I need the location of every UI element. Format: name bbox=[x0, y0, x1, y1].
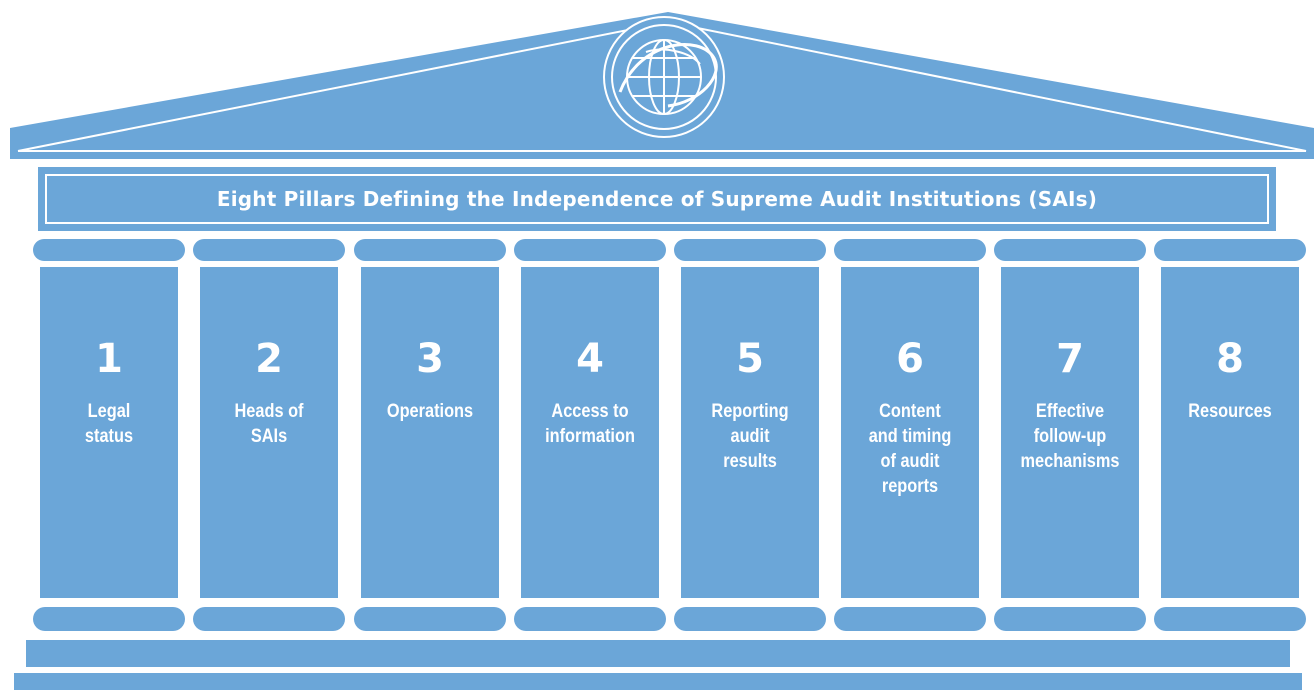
pillar-2-capital bbox=[193, 239, 345, 261]
pillar-number: 3 bbox=[416, 336, 444, 382]
pillar-3-base bbox=[354, 607, 506, 631]
pillar-number: 4 bbox=[576, 336, 604, 382]
pillar-6-base bbox=[834, 607, 986, 631]
pillar-8-capital bbox=[1154, 239, 1306, 261]
title-banner: Eight Pillars Defining the Independence … bbox=[38, 167, 1276, 231]
title-frame: Eight Pillars Defining the Independence … bbox=[45, 174, 1269, 224]
globe-icon bbox=[603, 16, 725, 138]
temple-base-step bbox=[26, 640, 1290, 667]
pillar-1-capital bbox=[33, 239, 185, 261]
roof-pediment bbox=[10, 12, 1314, 159]
pillar-label: Reporting audit results bbox=[711, 401, 789, 472]
pillar-label: Effective follow-up mechanisms bbox=[1020, 401, 1120, 472]
pillar-4-capital bbox=[514, 239, 666, 261]
pillar-label: Content and timing of audit reports bbox=[868, 401, 952, 497]
pillar-8-base bbox=[1154, 607, 1306, 631]
pillar-number: 8 bbox=[1216, 336, 1244, 382]
pillar-label: Resources bbox=[1188, 401, 1272, 422]
pillar-7-base bbox=[994, 607, 1146, 631]
pillar-number: 7 bbox=[1056, 336, 1084, 382]
pillar-number: 2 bbox=[255, 336, 283, 382]
pillar-label: Operations bbox=[386, 401, 474, 422]
pillar-4-base bbox=[514, 607, 666, 631]
pillar-5-capital bbox=[674, 239, 826, 261]
pillar-number: 5 bbox=[736, 336, 764, 382]
pillar-3-capital bbox=[354, 239, 506, 261]
pillar-label: Access to information bbox=[545, 401, 635, 447]
pillar-2-base bbox=[193, 607, 345, 631]
pillar-number: 1 bbox=[95, 336, 123, 382]
pillar-label: Legal status bbox=[84, 401, 134, 447]
pillar-6-capital bbox=[834, 239, 986, 261]
pillar-5-base bbox=[674, 607, 826, 631]
pillar-1-base bbox=[33, 607, 185, 631]
pillar-label: Heads of SAIs bbox=[234, 401, 304, 447]
pillar-number: 6 bbox=[896, 336, 924, 382]
temple-base-floor bbox=[14, 673, 1302, 690]
pillar-7-capital bbox=[994, 239, 1146, 261]
page-title: Eight Pillars Defining the Independence … bbox=[216, 187, 1098, 211]
